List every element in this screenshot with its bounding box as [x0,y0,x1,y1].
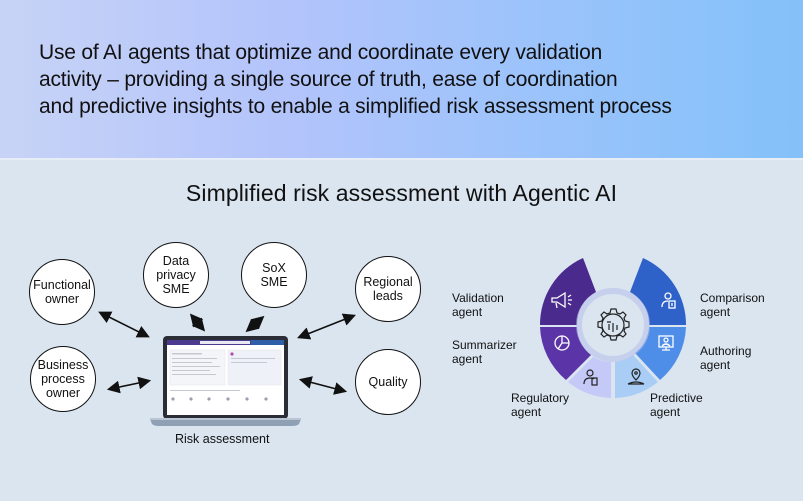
arrow-sox [245,315,265,333]
location-pin-icon [627,368,645,385]
arrow-regional [297,313,356,340]
pie-chart-icon [554,335,570,351]
agent-segment-summarizer [540,327,591,380]
arrow-functional-owner [98,311,150,338]
arrow-quality [298,376,348,395]
megaphone-icon [551,291,572,309]
laptop-caption: Risk assessment [175,432,270,446]
gear-circuit-icon [597,308,630,341]
banner-line-2: activity – providing a single source of … [39,68,618,91]
monitor-user-icon [658,335,674,351]
banner-line-3: and predictive insights to enable a simp… [39,95,672,118]
header-banner [0,0,803,158]
diagram-title: Simplified risk assessment with Agentic … [185,180,618,206]
divider [0,158,803,160]
banner-description: Use of AI agents that optimize and coord… [39,39,779,120]
agent-segment-validation [539,258,596,325]
agent-segment-predictive [615,355,658,398]
arrow-data-privacy [189,313,206,332]
banner-line-1: Use of AI agents that optimize and coord… [39,41,603,64]
person-card-icon [661,292,676,309]
arrow-business-process [106,376,152,394]
stakeholder-quality: Quality [355,349,421,415]
person-document-icon [583,369,598,386]
